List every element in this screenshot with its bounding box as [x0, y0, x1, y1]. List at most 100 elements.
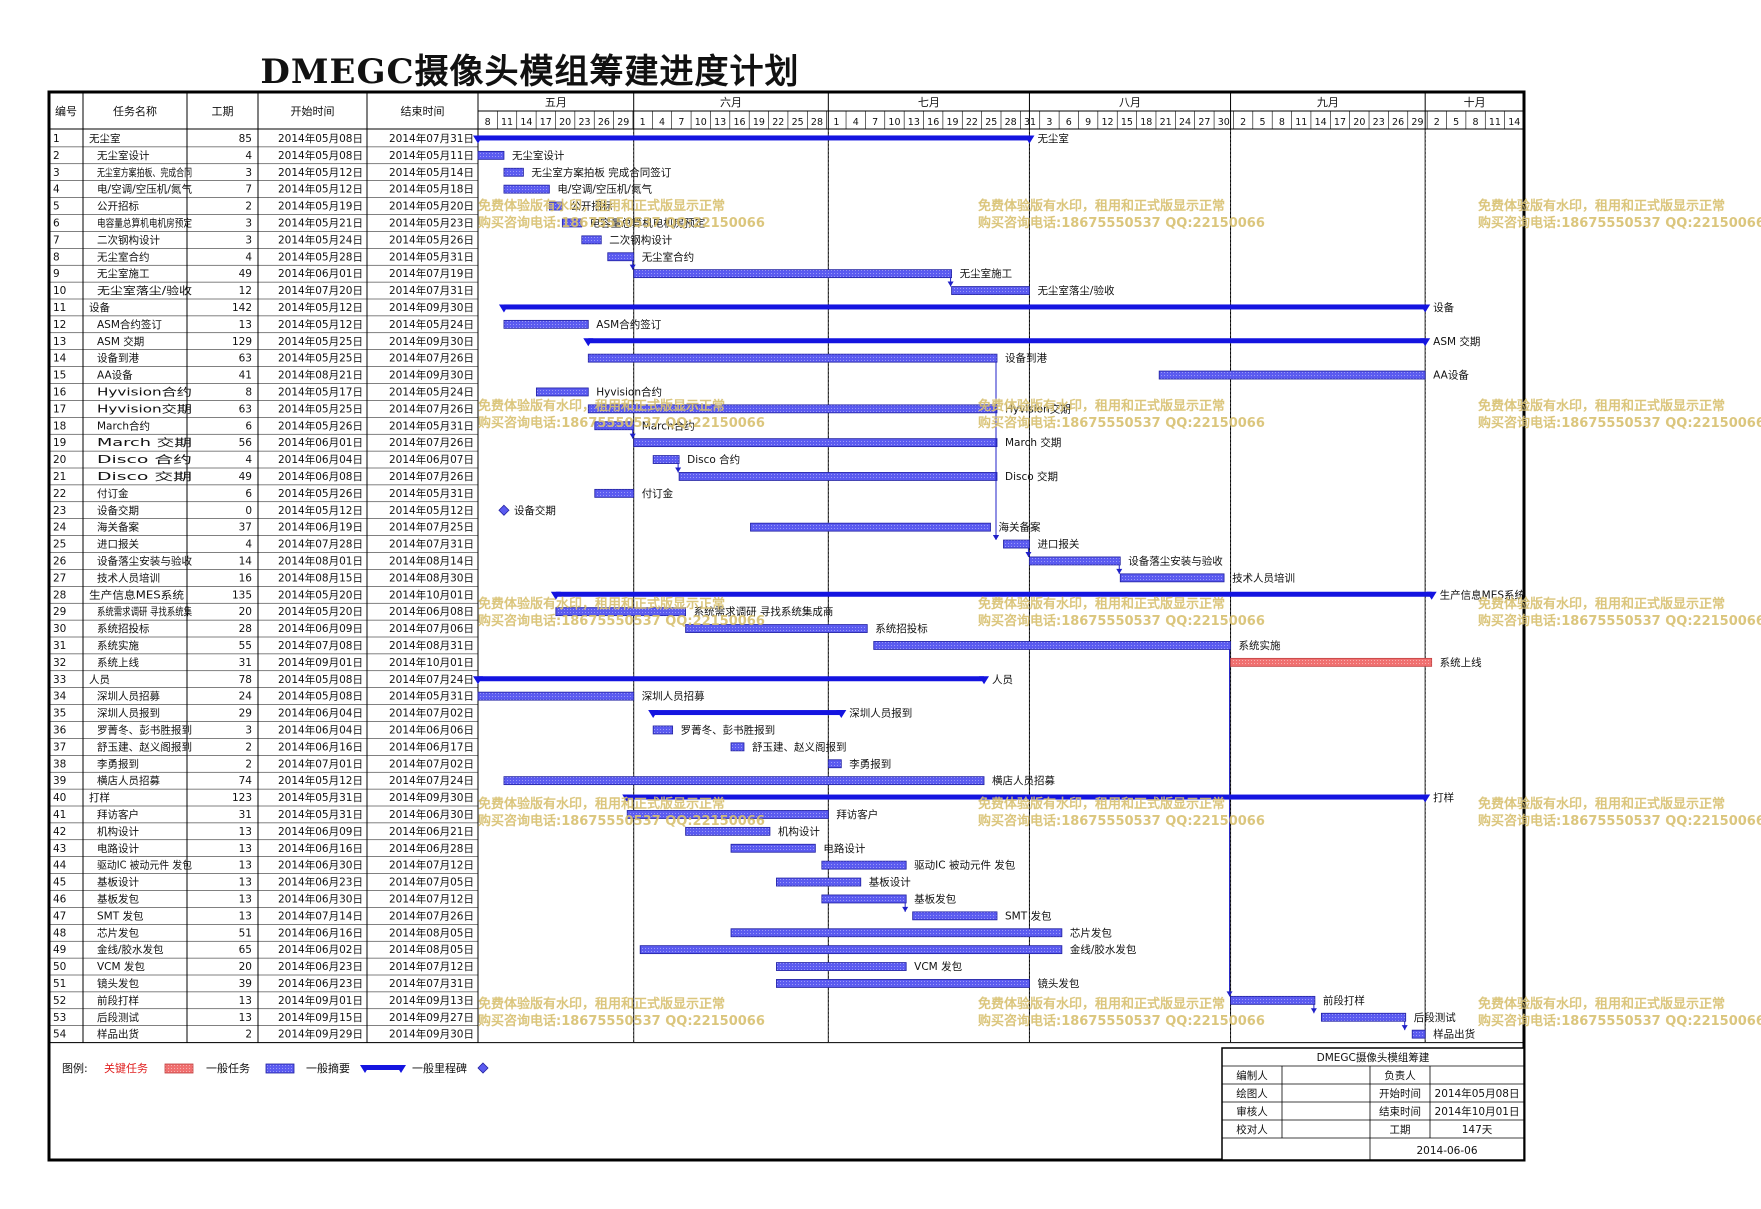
task-bar — [730, 928, 1063, 938]
task-duration: 55 — [239, 640, 252, 652]
day-label: 2 — [1434, 117, 1440, 128]
task-name: March合约 — [97, 419, 150, 432]
bar-label: AA设备 — [1433, 369, 1469, 382]
task-id: 4 — [53, 184, 60, 196]
task-duration: 13 — [239, 860, 252, 872]
task-start: 2014年06月23日 — [278, 960, 363, 973]
day-label: 24 — [1179, 117, 1191, 128]
summary-cap — [979, 676, 990, 685]
summary-bar — [627, 794, 1426, 800]
task-start: 2014年06月30日 — [278, 893, 363, 906]
legend-milestone-label: 一般里程碑 — [412, 1062, 467, 1075]
task-duration: 7 — [245, 184, 252, 196]
task-name: 无尘室落尘/验收 — [97, 284, 193, 297]
task-end: 2014年05月31日 — [389, 419, 474, 432]
task-id: 14 — [53, 353, 67, 365]
task-duration: 20 — [239, 961, 252, 973]
task-id: 41 — [53, 809, 66, 821]
task-end: 2014年07月06日 — [389, 622, 474, 635]
day-label: 8 — [1279, 117, 1285, 128]
task-end: 2014年06月17日 — [389, 740, 474, 753]
task-id: 29 — [53, 606, 66, 618]
task-start: 2014年06月01日 — [278, 436, 363, 449]
legend-summary-swatch — [365, 1065, 401, 1070]
watermark-line: 免费体验版有水印，租用和正式版显示正常 — [478, 796, 725, 812]
day-label: 4 — [659, 117, 665, 128]
task-bar — [594, 488, 635, 498]
task-name: 舒玉建、赵义阁报到 — [97, 740, 192, 753]
task-start: 2014年06月02日 — [278, 943, 363, 956]
task-name: 系统需求调研 寻找系统集 — [97, 605, 192, 618]
task-name: 机构设计 — [97, 825, 139, 838]
task-id: 31 — [53, 640, 66, 652]
bar-label: 机构设计 — [778, 825, 820, 838]
watermark-line: 免费体验版有水印，租用和正式版显示正常 — [978, 198, 1225, 214]
task-name: 基板设计 — [97, 876, 139, 889]
task-bar — [626, 810, 829, 819]
day-label: 26 — [598, 117, 610, 128]
day-label: 23 — [578, 117, 590, 128]
task-end: 2014年05月26日 — [389, 233, 474, 246]
task-id: 40 — [53, 792, 66, 804]
day-label: 17 — [540, 117, 552, 128]
bar-label: 进口报关 — [1037, 538, 1079, 551]
critical-bar — [1230, 657, 1433, 667]
task-end: 2014年05月23日 — [389, 217, 474, 230]
task-id: 10 — [53, 285, 66, 297]
task-end: 2014年07月26日 — [389, 402, 474, 415]
task-end: 2014年05月31日 — [389, 487, 474, 500]
task-end: 2014年08月14日 — [389, 555, 474, 568]
task-bar — [1320, 1012, 1407, 1022]
task-duration: 31 — [239, 809, 252, 821]
task-start: 2014年05月19日 — [278, 200, 363, 213]
task-duration: 51 — [239, 927, 252, 939]
task-end: 2014年05月31日 — [389, 250, 474, 263]
legend-critical-label: 关键任务 — [104, 1061, 148, 1075]
day-label: 13 — [908, 117, 920, 128]
task-duration: 123 — [232, 792, 252, 804]
task-id: 12 — [53, 319, 66, 331]
task-id: 17 — [53, 403, 66, 415]
task-end: 2014年07月25日 — [389, 521, 474, 534]
task-start: 2014年05月08日 — [278, 149, 363, 162]
task-id: 11 — [53, 302, 66, 314]
day-label: 16 — [733, 117, 745, 128]
task-end: 2014年10月01日 — [389, 656, 474, 669]
task-end: 2014年07月02日 — [389, 707, 474, 720]
task-end: 2014年07月26日 — [389, 470, 474, 483]
task-id: 53 — [53, 1012, 66, 1024]
task-end: 2014年07月26日 — [389, 909, 474, 922]
task-end: 2014年07月31日 — [389, 284, 474, 297]
task-start: 2014年05月12日 — [278, 774, 363, 787]
task-bar — [633, 438, 998, 448]
legend-title: 图例: — [62, 1061, 88, 1075]
task-duration: 3 — [245, 167, 252, 179]
task-end: 2014年07月26日 — [389, 352, 474, 365]
day-label: 14 — [1508, 117, 1520, 128]
task-bar — [821, 894, 907, 904]
task-id: 44 — [53, 860, 67, 872]
task-bar — [503, 319, 589, 329]
task-duration: 56 — [239, 437, 253, 449]
task-duration: 135 — [232, 589, 252, 601]
task-name: 付订金 — [97, 487, 129, 500]
task-id: 36 — [53, 725, 67, 737]
task-bar — [587, 404, 998, 414]
task-duration: 31 — [239, 657, 252, 669]
watermark-line: 免费体验版有水印，租用和正式版显示正常 — [978, 996, 1225, 1012]
task-bar — [951, 286, 1030, 295]
bar-label: March合约 — [642, 419, 695, 432]
info-box-cell: 负责人 — [1384, 1069, 1416, 1082]
watermark-line: 免费体验版有水印，租用和正式版显示正常 — [1478, 198, 1725, 214]
task-start: 2014年05月25日 — [278, 402, 363, 415]
task-end: 2014年10月01日 — [389, 588, 474, 601]
day-label: 19 — [947, 117, 959, 128]
day-label: 17 — [1334, 117, 1346, 128]
bar-label: 无尘室施工 — [960, 267, 1013, 280]
bar-label: 公开招标 — [570, 200, 612, 213]
task-duration: 13 — [239, 995, 252, 1007]
task-duration: 14 — [239, 556, 253, 568]
task-name: 李勇报到 — [97, 757, 139, 770]
task-id: 38 — [53, 758, 66, 770]
bar-label: 基板发包 — [914, 893, 956, 906]
